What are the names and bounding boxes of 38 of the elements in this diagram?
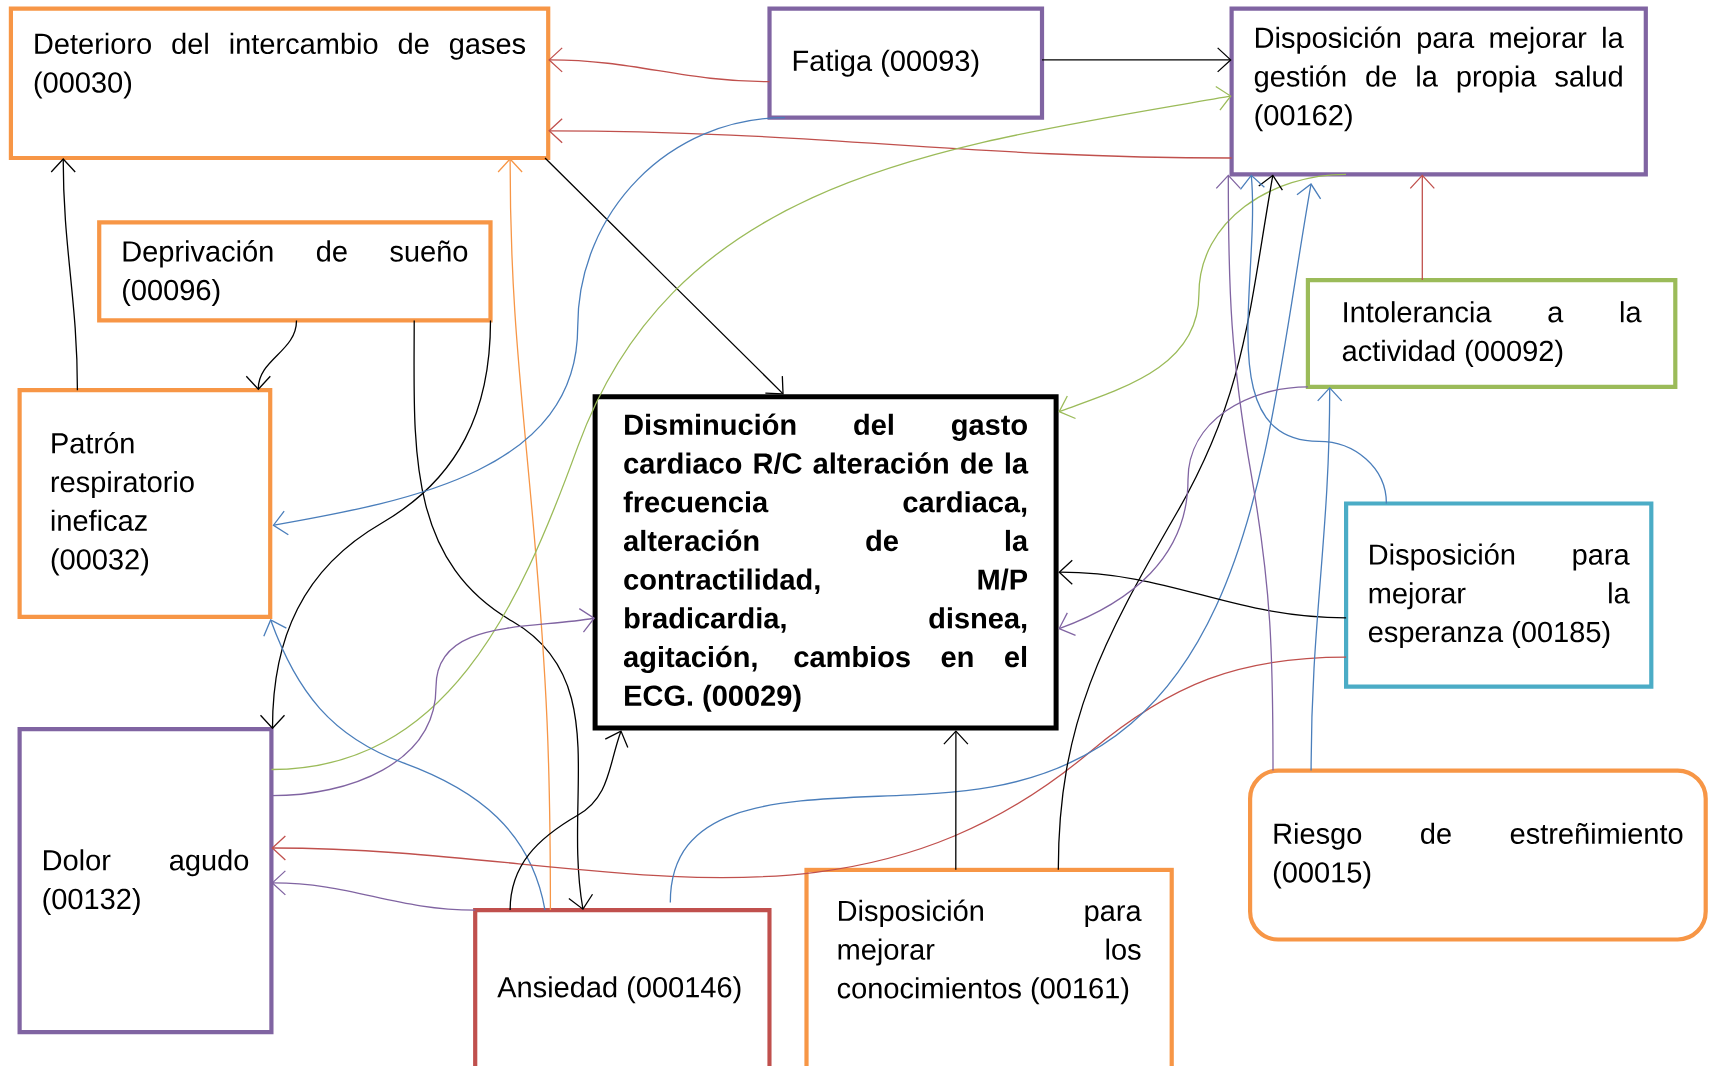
text-box: Deprivación de sueño (00096) xyxy=(97,220,493,323)
arrow xyxy=(271,656,1347,879)
arrow xyxy=(943,730,969,871)
text-box: Disposición para mejorar la esperanza (00185) xyxy=(1344,501,1654,689)
text-box: Patrón respiratorio ineficaz (00032) xyxy=(17,388,273,619)
arrow xyxy=(1058,559,1347,619)
arrow xyxy=(1215,174,1274,772)
arrow xyxy=(548,47,771,83)
arrow xyxy=(272,117,786,536)
text-box: Intolerancia a la actividad (00092) xyxy=(1305,278,1678,389)
arrow xyxy=(1057,174,1284,871)
arrow xyxy=(544,157,784,395)
arrow xyxy=(245,319,298,391)
arrow xyxy=(270,85,1232,771)
arrow xyxy=(1041,47,1232,73)
text-box: Dolor agudo (00132) xyxy=(17,727,274,1035)
text-box: Riesgo de estreñimiento (00015) xyxy=(1248,768,1708,942)
arrow xyxy=(1409,174,1435,281)
arrow xyxy=(509,730,629,911)
arrow xyxy=(270,607,596,797)
arrow xyxy=(669,183,1322,904)
text-box: Fatiga (00093) xyxy=(767,6,1045,120)
arrow xyxy=(413,319,594,911)
text-box: Deterioro del intercambio de gases (00030) xyxy=(8,6,551,161)
arrow xyxy=(1058,386,1309,637)
text-box: Disminución del gasto cardiaco R/C alteración de la frecuencia cardiaca, alteración de la contractilidad, M/P bradicardia, disnea, agitación, cambios en el ECG. (00029) xyxy=(592,394,1059,731)
arrow xyxy=(263,619,546,911)
arrow xyxy=(259,319,492,730)
text-box: Ansiedad (000146) xyxy=(473,908,772,1066)
arrow xyxy=(271,870,476,911)
arrow xyxy=(548,118,1233,159)
text-box: Disposición para mejorar los conocimientos (00161) xyxy=(804,867,1174,1066)
arrow xyxy=(497,158,552,911)
arrow xyxy=(1310,386,1343,772)
arrow xyxy=(1239,174,1388,505)
arrow xyxy=(1058,173,1347,420)
arrow xyxy=(50,158,79,391)
text-box: Disposición para mejorar la gestión de la propia salud (00162) xyxy=(1229,6,1648,177)
